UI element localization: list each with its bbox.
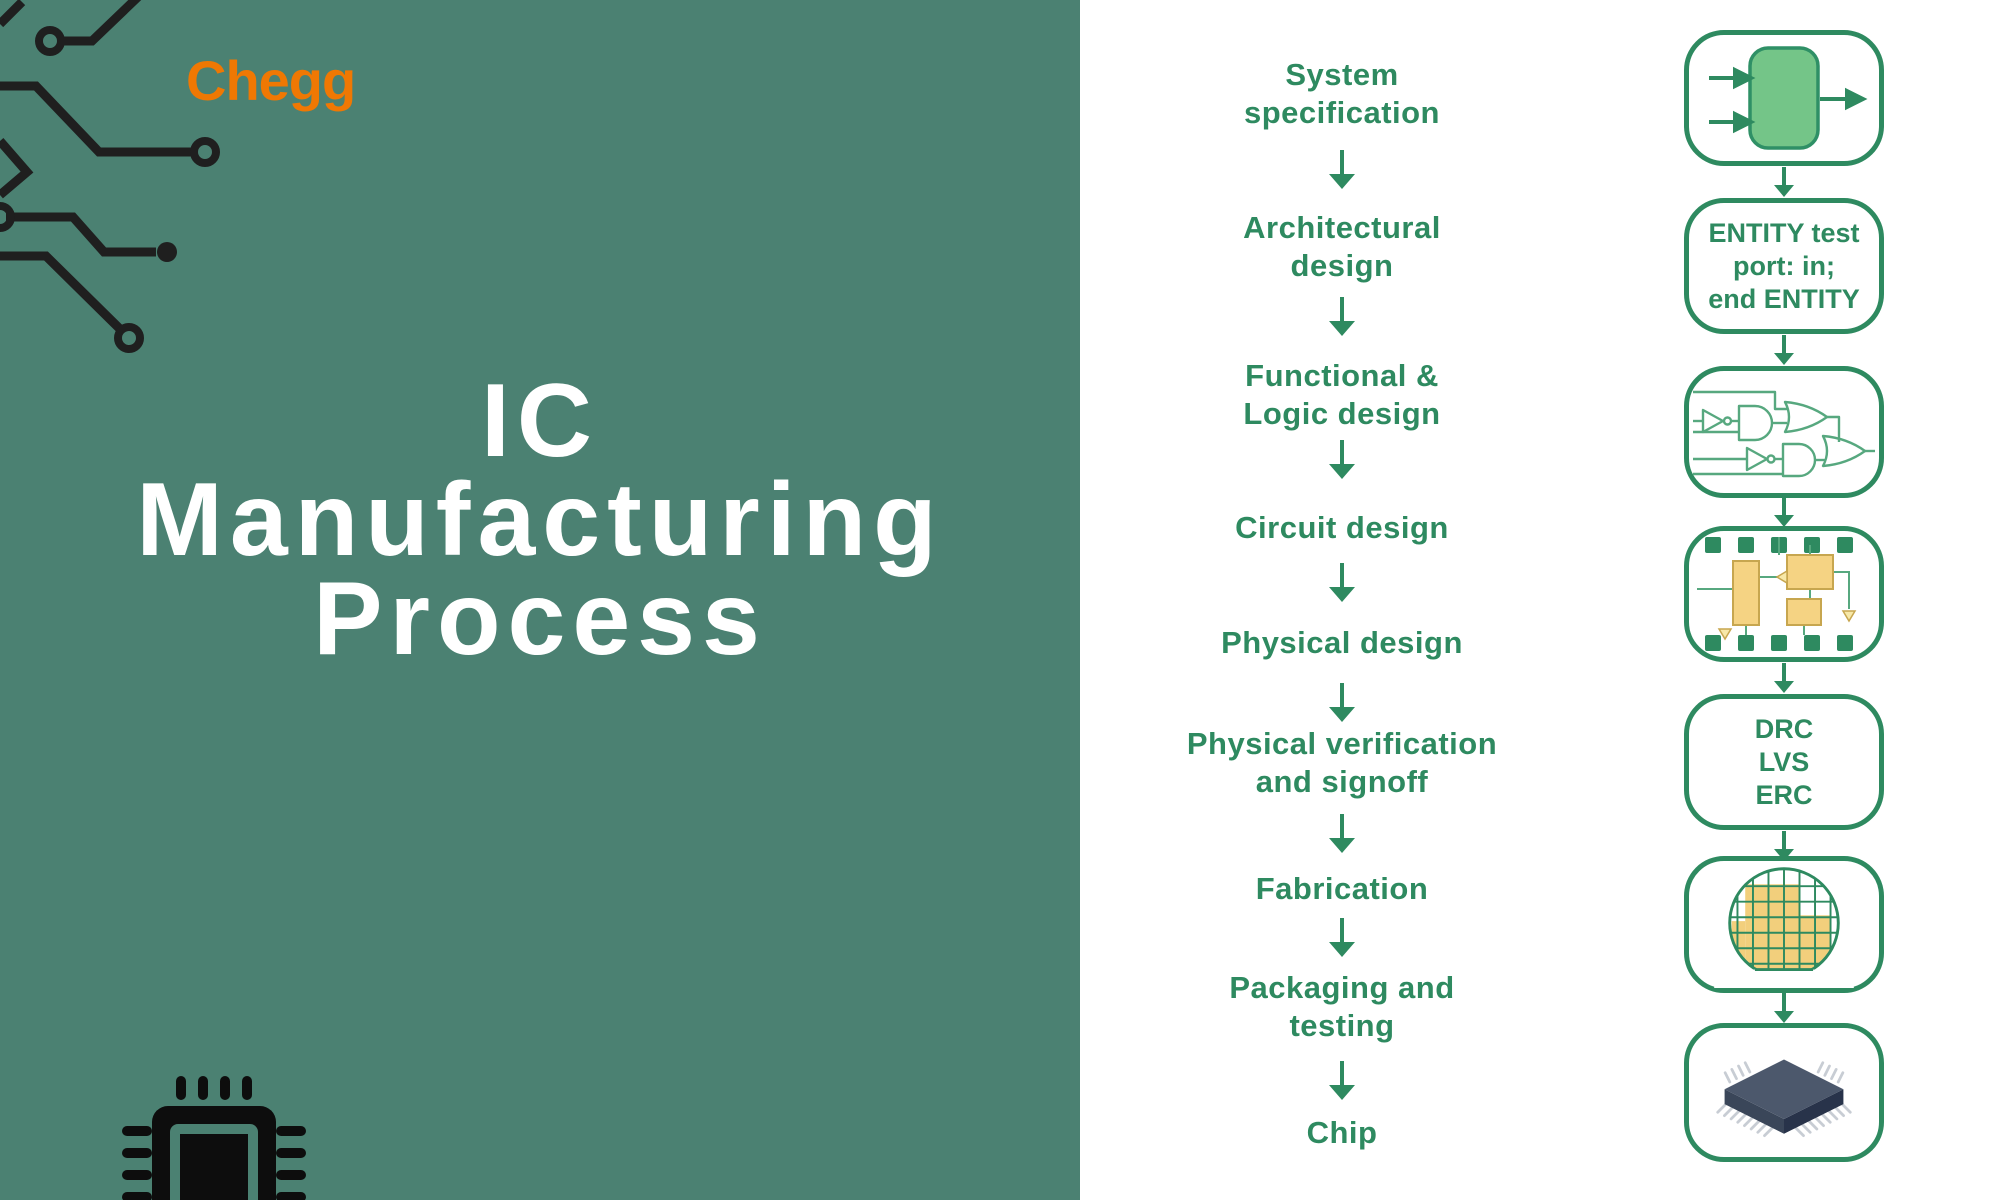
- flow-step-physical-verification: Physical verification and signoff: [1186, 726, 1498, 799]
- down-arrow-icon: [1340, 1061, 1344, 1085]
- down-arrow-icon: [1782, 167, 1786, 185]
- chip-corner-icon: [122, 1076, 306, 1200]
- left-panel: Chegg IC Manufacturing Process: [0, 0, 1080, 1200]
- stage-icon-box-entity-code: ENTITY test port: in; end ENTITY: [1684, 198, 1884, 334]
- icons-column: ENTITY test port: in; end ENTITY: [1684, 0, 1884, 1200]
- entity-code-text: ENTITY test port: in; end ENTITY: [1708, 217, 1860, 314]
- flow-step-system-specification: System specification: [1244, 57, 1440, 130]
- flow-step-physical-design: Physical design: [1221, 625, 1463, 660]
- title-line-1: IC: [481, 363, 599, 479]
- checks-text: DRC LVS ERC: [1754, 713, 1814, 810]
- flow-step-architectural-design: Architectural design: [1243, 210, 1441, 283]
- layout-icon: [1697, 537, 1857, 651]
- chegg-logo: Chegg: [186, 49, 356, 112]
- down-arrow-icon: [1340, 440, 1344, 464]
- stage-icon-box-chip-package: [1684, 1023, 1884, 1162]
- title-line-2: Manufacturing: [136, 462, 944, 578]
- page-title: IC Manufacturing Process: [0, 363, 1080, 677]
- flow-step-fabrication: Fabrication: [1255, 871, 1429, 906]
- wafer-icon: [1714, 867, 1854, 988]
- down-arrow-icon: [1782, 831, 1786, 849]
- stage-icon-box-logic-gates: [1684, 366, 1884, 498]
- flow-step-circuit-design: Circuit design: [1235, 510, 1449, 545]
- stage-icon-box-checks: DRC LVS ERC: [1684, 694, 1884, 830]
- logic-gates-icon: [1693, 390, 1875, 478]
- flow-step-chip: Chip: [1306, 1115, 1378, 1150]
- down-arrow-icon: [1340, 918, 1344, 942]
- stage-icon-box-layout: [1684, 526, 1884, 662]
- down-arrow-icon: [1340, 814, 1344, 838]
- down-arrow-icon: [1340, 563, 1344, 587]
- down-arrow-icon: [1782, 993, 1786, 1011]
- title-line-3: Process: [313, 561, 767, 677]
- flow-step-packaging-testing: Packaging and testing: [1229, 970, 1455, 1043]
- flow-step-functional-logic-design: Functional & Logic design: [1243, 358, 1441, 431]
- block-diagram-icon: [1709, 46, 1868, 150]
- stage-icon-box-block-diagram: [1684, 30, 1884, 166]
- chip-package-icon: [1716, 1059, 1852, 1138]
- circuit-traces-icon: [0, 0, 220, 353]
- down-arrow-icon: [1340, 683, 1344, 707]
- down-arrow-icon: [1782, 663, 1786, 681]
- flow-column: System specification Architectural desig…: [1080, 0, 1604, 1200]
- down-arrow-icon: [1782, 335, 1786, 353]
- stage-icon-box-wafer: [1684, 856, 1884, 993]
- down-arrow-icon: [1340, 297, 1344, 321]
- down-arrow-icon: [1782, 497, 1786, 515]
- down-arrow-icon: [1340, 150, 1344, 174]
